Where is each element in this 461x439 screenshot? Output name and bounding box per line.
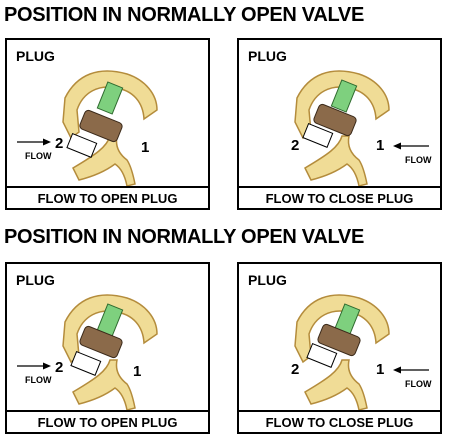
valve-stem <box>330 79 358 113</box>
section-title: POSITION IN NORMALLY OPEN VALVE <box>4 4 365 26</box>
flow-arrowhead <box>43 138 51 146</box>
plug-label: PLUG <box>16 272 55 288</box>
port-1-label: 1 <box>376 137 385 154</box>
valve-body <box>294 294 390 364</box>
valve-plug <box>79 325 123 359</box>
valve-body <box>62 294 158 364</box>
valve-illustration <box>294 294 429 411</box>
valve-illustration <box>17 294 158 411</box>
caption: FLOW TO OPEN PLUG <box>7 186 208 208</box>
valve-body-lower <box>72 359 136 411</box>
plug-label: PLUG <box>248 48 287 64</box>
caption: FLOW TO CLOSE PLUG <box>239 410 440 432</box>
valve-seat <box>302 122 334 148</box>
valve-diagram-flow-to-open: PLUG 2 1 FLOW FLOW TO OPEN PLUG <box>5 38 210 210</box>
port-2-label: 2 <box>291 137 300 154</box>
flow-label: FLOW <box>25 375 52 385</box>
valve-body-lower <box>304 359 368 411</box>
port-1-label: 1 <box>141 139 150 156</box>
plug-label: PLUG <box>248 272 287 288</box>
plug-label: PLUG <box>16 48 55 64</box>
caption: FLOW TO OPEN PLUG <box>7 410 208 432</box>
valve-diagram-flow-to-close: PLUG 2 1 FLOW FLOW TO CLOSE PLUG <box>237 38 442 210</box>
valve-seat <box>306 342 338 368</box>
valve-plug <box>317 323 361 357</box>
flow-label: FLOW <box>405 155 432 165</box>
valve-body <box>294 70 390 140</box>
caption: FLOW TO CLOSE PLUG <box>239 186 440 208</box>
valve-plug <box>79 109 123 143</box>
valve-body-lower <box>304 135 368 187</box>
valve-diagram-flow-to-open: PLUG 2 1 FLOW FLOW TO OPEN PLUG <box>5 262 210 434</box>
flow-label: FLOW <box>405 379 432 389</box>
valve-plug <box>313 103 357 137</box>
port-1-label: 1 <box>133 363 142 380</box>
port-2-label: 2 <box>55 359 64 376</box>
valve-diagram-flow-to-close: PLUG 2 1 FLOW FLOW TO CLOSE PLUG <box>237 262 442 434</box>
flow-arrowhead <box>393 366 401 374</box>
valve-seat <box>70 350 102 376</box>
valve-illustration <box>294 70 429 187</box>
valve-seat <box>66 132 98 158</box>
flow-label: FLOW <box>25 151 52 161</box>
port-2-label: 2 <box>291 361 300 378</box>
flow-arrowhead <box>43 362 51 370</box>
valve-illustration <box>17 70 158 187</box>
section-title: POSITION IN NORMALLY OPEN VALVE <box>4 226 365 248</box>
port-2-label: 2 <box>55 135 64 152</box>
valve-body <box>62 70 158 140</box>
flow-arrowhead <box>393 142 401 150</box>
valve-stem <box>96 81 124 115</box>
port-1-label: 1 <box>376 361 385 378</box>
